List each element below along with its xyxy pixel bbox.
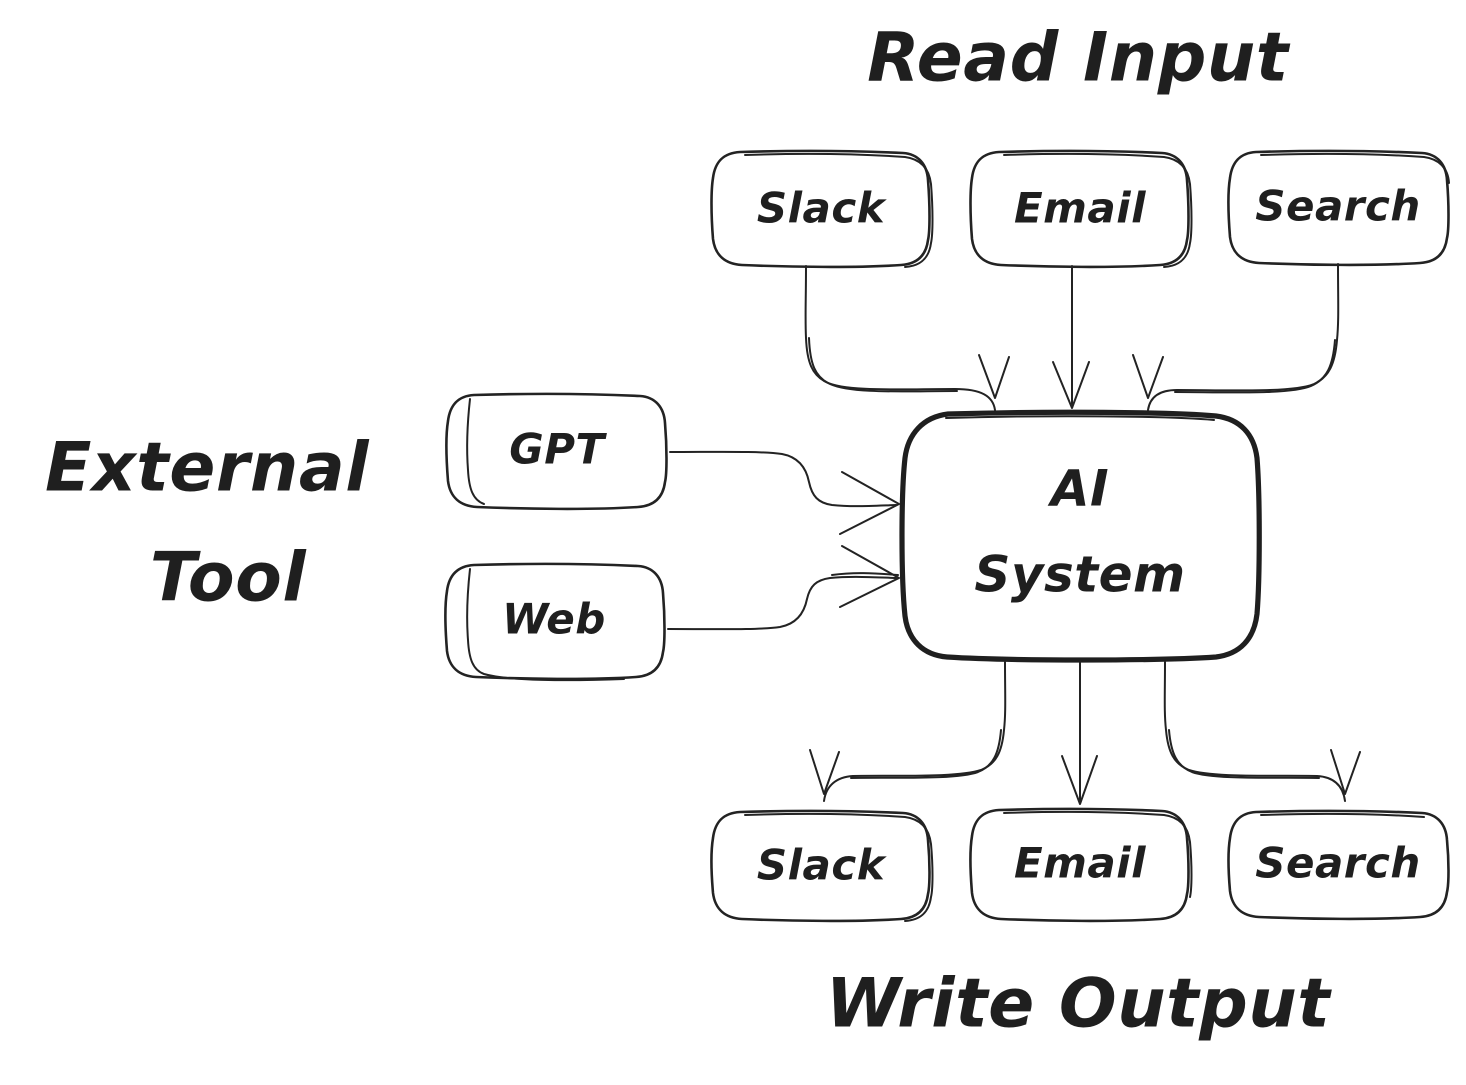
external-tool-node-gpt-label: GPT xyxy=(509,425,607,474)
external-tool-node-web[interactable]: Web xyxy=(444,562,666,682)
edge-slack-in-to-ai xyxy=(804,265,1010,411)
output-node-slack-label: Slack xyxy=(757,841,888,890)
output-node-email[interactable]: Email xyxy=(969,807,1193,923)
group-title-write-output: Write Output xyxy=(826,965,1332,1044)
center-node-ai-system[interactable]: AI System xyxy=(899,409,1262,663)
input-node-slack-label: Slack xyxy=(757,184,888,233)
edge-gpt-to-ai xyxy=(669,450,900,535)
output-node-email-label: Email xyxy=(1014,839,1146,888)
center-node-label-line1: AI xyxy=(1047,460,1109,518)
center-node-label-line2: System xyxy=(974,546,1185,604)
edge-search-in-to-ai xyxy=(1132,263,1340,411)
output-node-search[interactable]: Search xyxy=(1227,809,1450,921)
edge-web-to-ai xyxy=(667,545,900,631)
external-tool-node-gpt[interactable]: GPT xyxy=(445,392,668,511)
output-node-search-label: Search xyxy=(1255,839,1421,888)
input-node-search[interactable]: Search xyxy=(1227,149,1450,267)
input-node-email-label: Email xyxy=(1014,184,1146,233)
group-title-external-tool-line2: Tool xyxy=(150,539,308,618)
input-node-email[interactable]: Email xyxy=(969,149,1193,269)
output-node-slack[interactable]: Slack xyxy=(710,809,934,923)
edge-ai-to-search-out xyxy=(1163,661,1361,802)
input-node-search-label: Search xyxy=(1255,182,1421,231)
edge-ai-to-slack-out xyxy=(809,661,1007,802)
edge-email-in-to-ai xyxy=(1052,265,1090,409)
group-title-external-tool-line1: External xyxy=(45,429,370,508)
edge-ai-to-email-out xyxy=(1061,661,1098,805)
input-node-slack[interactable]: Slack xyxy=(710,149,934,269)
group-title-read-input: Read Input xyxy=(867,19,1291,98)
external-tool-node-web-label: Web xyxy=(502,595,606,644)
